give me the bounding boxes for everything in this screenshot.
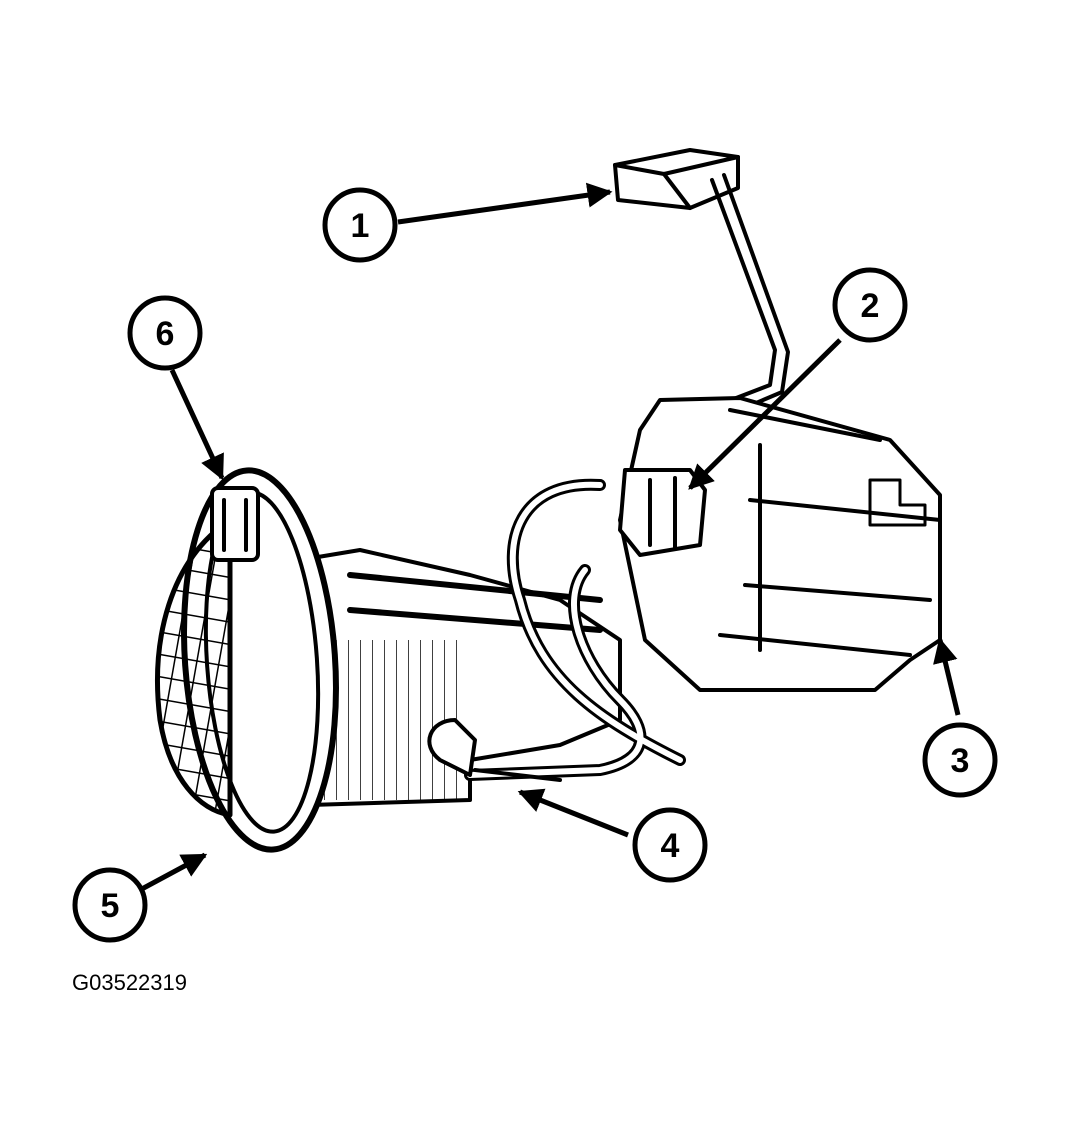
callout-6: 6 [127,295,203,371]
figure-id-label: G03522319 [72,970,187,995]
filter-housing [298,548,622,807]
leader-arrow-2 [688,338,842,490]
callout-2: 2 [832,267,908,343]
flange-connector [210,486,260,562]
leader-arrows [138,182,961,893]
callout-4: 4 [632,807,708,883]
fuel-pump-module-drawing [155,148,942,853]
ground-strap [427,718,562,782]
callout-label: 3 [951,742,970,780]
leader-arrow-6 [169,368,225,481]
float-arm [703,173,790,422]
callout-5: 5 [72,867,148,943]
callout-label: 5 [101,887,120,925]
pump-electrical-connector [618,468,707,557]
leader-arrow-5 [138,852,208,893]
strainer-dome [155,517,233,818]
leader-arrow-3 [933,637,961,716]
leader-arrow-1 [397,182,613,225]
callout-label: 4 [661,827,680,865]
callout-1: 1 [322,187,398,263]
callout-label: 2 [861,287,880,325]
callout-label: 1 [351,207,370,245]
harness-highlight [467,481,683,778]
callout-3: 3 [922,722,998,798]
leader-arrow-4 [517,788,629,838]
callout-label: 6 [156,315,175,353]
level-sensor-float [613,148,740,210]
